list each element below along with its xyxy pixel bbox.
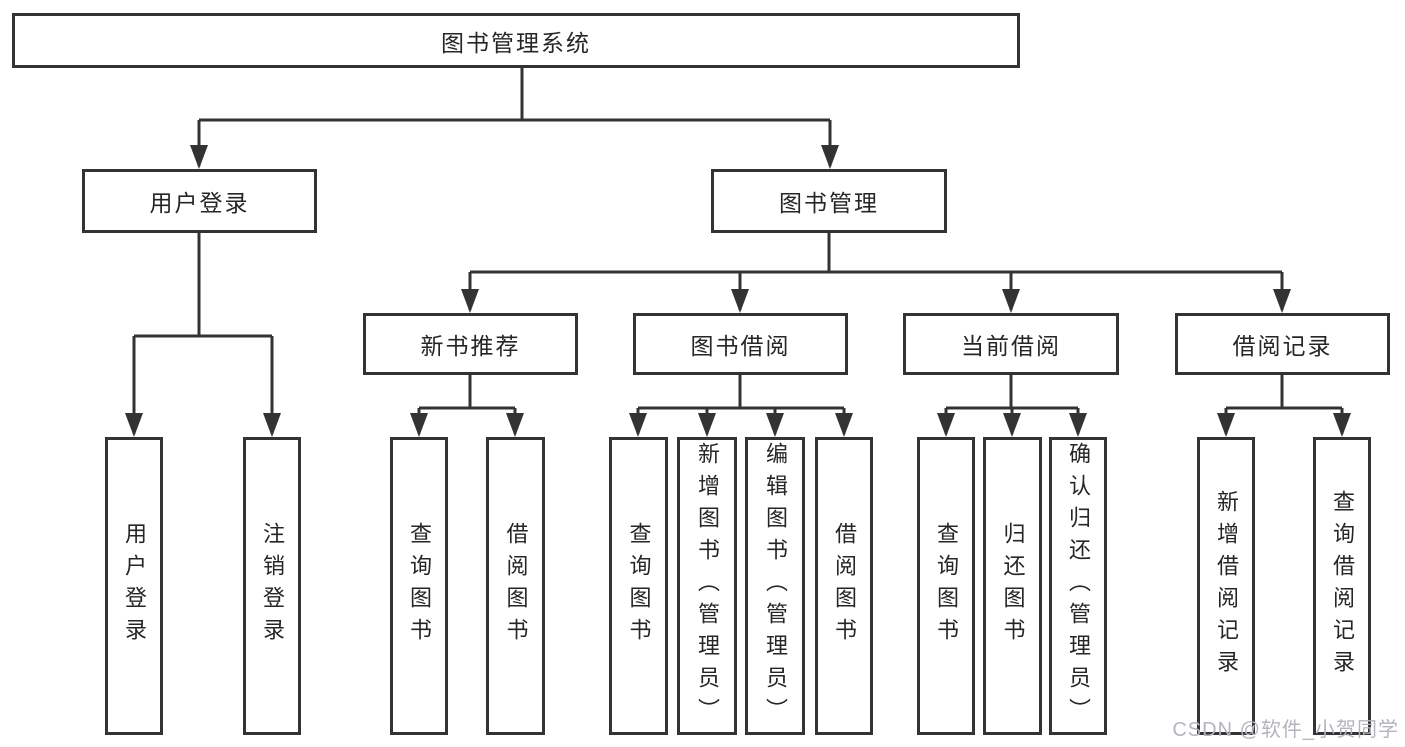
- node-root-label: 图书管理系统: [441, 29, 591, 56]
- node-new-book-recommend: 新书推荐: [363, 313, 578, 375]
- leaf-cb-query-books: 查询图书: [917, 437, 975, 735]
- node-book-management: 图书管理: [711, 169, 947, 233]
- leaf-cb-confirm-return-admin-label: 确认归还（管理员）: [1066, 442, 1091, 730]
- node-current-borrowing-label: 当前借阅: [961, 333, 1061, 359]
- leaf-br-add-record: 新增借阅记录: [1197, 437, 1255, 735]
- leaf-user-login-label: 用户登录: [122, 522, 147, 650]
- leaf-cb-return-books-label: 归还图书: [1000, 522, 1026, 650]
- leaf-bb-edit-books-admin: 编辑图书（管理员）: [745, 437, 805, 735]
- node-user-login: 用户登录: [82, 169, 317, 233]
- node-book-borrowing: 图书借阅: [633, 313, 848, 375]
- leaf-bb-query-books: 查询图书: [609, 437, 668, 735]
- leaf-bb-add-books-admin: 新增图书（管理员）: [677, 437, 737, 735]
- leaf-user-login: 用户登录: [105, 437, 163, 735]
- node-user-login-label: 用户登录: [149, 190, 250, 216]
- csdn-watermark: CSDN @软件_小贺同学: [1172, 719, 1399, 741]
- leaf-br-query-record-label: 查询借阅记录: [1330, 490, 1355, 682]
- node-borrowing-records: 借阅记录: [1175, 313, 1390, 375]
- leaf-logout-label: 注销登录: [260, 522, 285, 650]
- leaf-rec-borrow-books-label: 借阅图书: [503, 522, 529, 650]
- leaf-cb-return-books: 归还图书: [983, 437, 1042, 735]
- leaf-rec-query-books-label: 查询图书: [407, 522, 432, 650]
- leaf-logout: 注销登录: [243, 437, 301, 735]
- leaf-rec-query-books: 查询图书: [390, 437, 448, 735]
- leaf-bb-borrow-books-label: 借阅图书: [832, 522, 857, 650]
- leaf-bb-query-books-label: 查询图书: [626, 522, 652, 650]
- leaf-cb-confirm-return-admin: 确认归还（管理员）: [1049, 437, 1107, 735]
- node-book-borrowing-label: 图书借阅: [690, 333, 791, 359]
- node-root: 图书管理系统: [12, 13, 1020, 68]
- leaf-rec-borrow-books: 借阅图书: [486, 437, 545, 735]
- node-borrowing-records-label: 借阅记录: [1232, 333, 1333, 359]
- leaf-bb-borrow-books: 借阅图书: [815, 437, 873, 735]
- leaf-br-query-record: 查询借阅记录: [1313, 437, 1371, 735]
- leaf-bb-add-books-admin-label: 新增图书（管理员）: [695, 442, 720, 730]
- node-new-book-recommend-label: 新书推荐: [420, 333, 521, 359]
- leaf-cb-query-books-label: 查询图书: [934, 522, 959, 650]
- leaf-br-add-record-label: 新增借阅记录: [1214, 490, 1239, 682]
- leaf-bb-edit-books-admin-label: 编辑图书（管理员）: [763, 442, 788, 730]
- node-current-borrowing: 当前借阅: [903, 313, 1119, 375]
- node-book-management-label: 图书管理: [779, 190, 879, 216]
